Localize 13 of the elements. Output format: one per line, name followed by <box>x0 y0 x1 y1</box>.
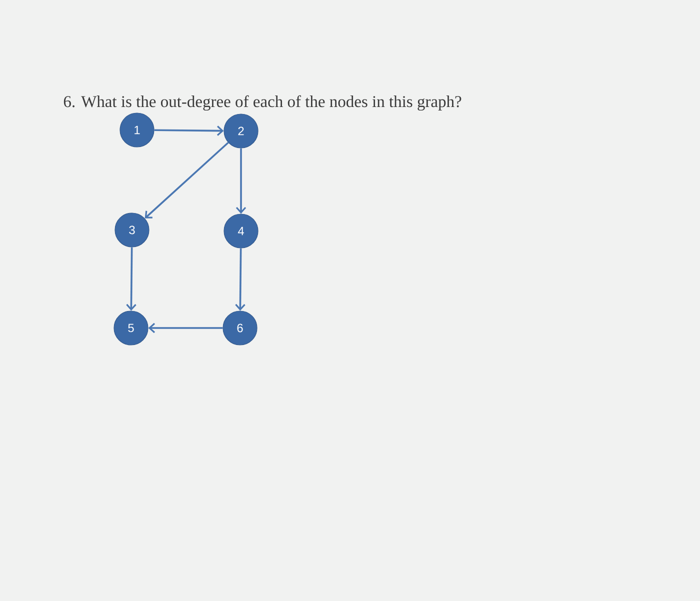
arrow <box>236 148 246 214</box>
arrow <box>235 248 246 311</box>
arrow <box>154 126 224 136</box>
question-text: 6. What is the out-degree of each of the nodes in this graph? <box>64 95 462 111</box>
graph-node: 2 <box>224 114 258 148</box>
arrow <box>126 247 136 311</box>
graph-node: 6 <box>222 310 258 346</box>
arrow <box>144 142 229 218</box>
graph-node: 3 <box>114 212 150 248</box>
arrow <box>148 322 223 334</box>
graph-node: 4 <box>224 214 258 248</box>
graph-node: 5 <box>114 310 148 346</box>
graph-node: 1 <box>120 112 154 148</box>
